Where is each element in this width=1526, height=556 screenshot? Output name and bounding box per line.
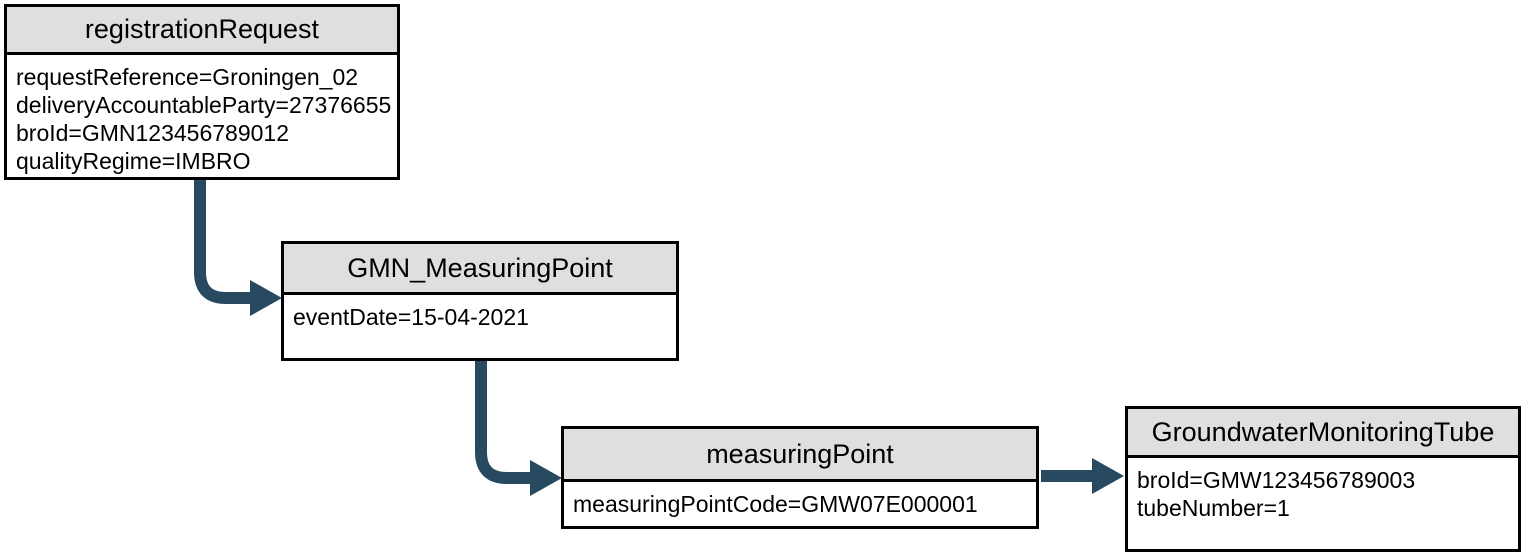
node-title: registrationRequest bbox=[84, 14, 320, 44]
node-header: GroundwaterMonitoringTube bbox=[1128, 409, 1518, 458]
node-body: broId=GMW123456789003 tubeNumber=1 bbox=[1128, 458, 1518, 522]
node-title: GroundwaterMonitoringTube bbox=[1151, 416, 1495, 447]
edge-line bbox=[194, 180, 252, 304]
node-gmn-measuring-point: GMN_MeasuringPoint eventDate=15-04-2021 bbox=[281, 241, 679, 361]
node-header: registrationRequest bbox=[7, 7, 397, 55]
node-attribute: requestReference=Groningen_02 bbox=[16, 64, 359, 90]
node-attribute: qualityRegime=IMBRO bbox=[16, 148, 251, 174]
node-header: GMN_MeasuringPoint bbox=[284, 244, 676, 295]
node-attribute: broId=GMN123456789012 bbox=[16, 120, 290, 146]
node-body: requestReference=Groningen_02 deliveryAc… bbox=[7, 55, 397, 175]
node-title: measuringPoint bbox=[706, 438, 894, 469]
node-attribute: deliveryAccountableParty=27376655 bbox=[16, 92, 392, 118]
node-body: measuringPointCode=GMW07E000001 bbox=[564, 482, 1036, 518]
arrowhead-icon bbox=[1092, 458, 1124, 494]
arrowhead-icon bbox=[530, 460, 562, 496]
node-groundwater-monitoring-tube: GroundwaterMonitoringTube broId=GMW12345… bbox=[1125, 406, 1521, 552]
edge-GMN_MeasuringPoint-to-measuringPoint bbox=[475, 361, 562, 496]
node-registration-request: registrationRequest requestReference=Gro… bbox=[4, 4, 400, 180]
node-header: measuringPoint bbox=[564, 429, 1036, 482]
node-attribute: broId=GMW123456789003 bbox=[1137, 467, 1416, 493]
node-body: eventDate=15-04-2021 bbox=[284, 295, 676, 331]
node-title: GMN_MeasuringPoint bbox=[347, 252, 613, 283]
node-attribute: eventDate=15-04-2021 bbox=[293, 304, 529, 330]
edge-registrationRequest-to-GMN_MeasuringPoint bbox=[194, 180, 282, 316]
edge-line bbox=[475, 361, 532, 484]
arrowhead-icon bbox=[250, 280, 282, 316]
node-attribute: tubeNumber=1 bbox=[1137, 495, 1290, 521]
node-measuring-point: measuringPoint measuringPointCode=GMW07E… bbox=[561, 426, 1039, 529]
edge-measuringPoint-to-GroundwaterMonitoringTube bbox=[1041, 458, 1124, 494]
node-attribute: measuringPointCode=GMW07E000001 bbox=[573, 491, 978, 517]
